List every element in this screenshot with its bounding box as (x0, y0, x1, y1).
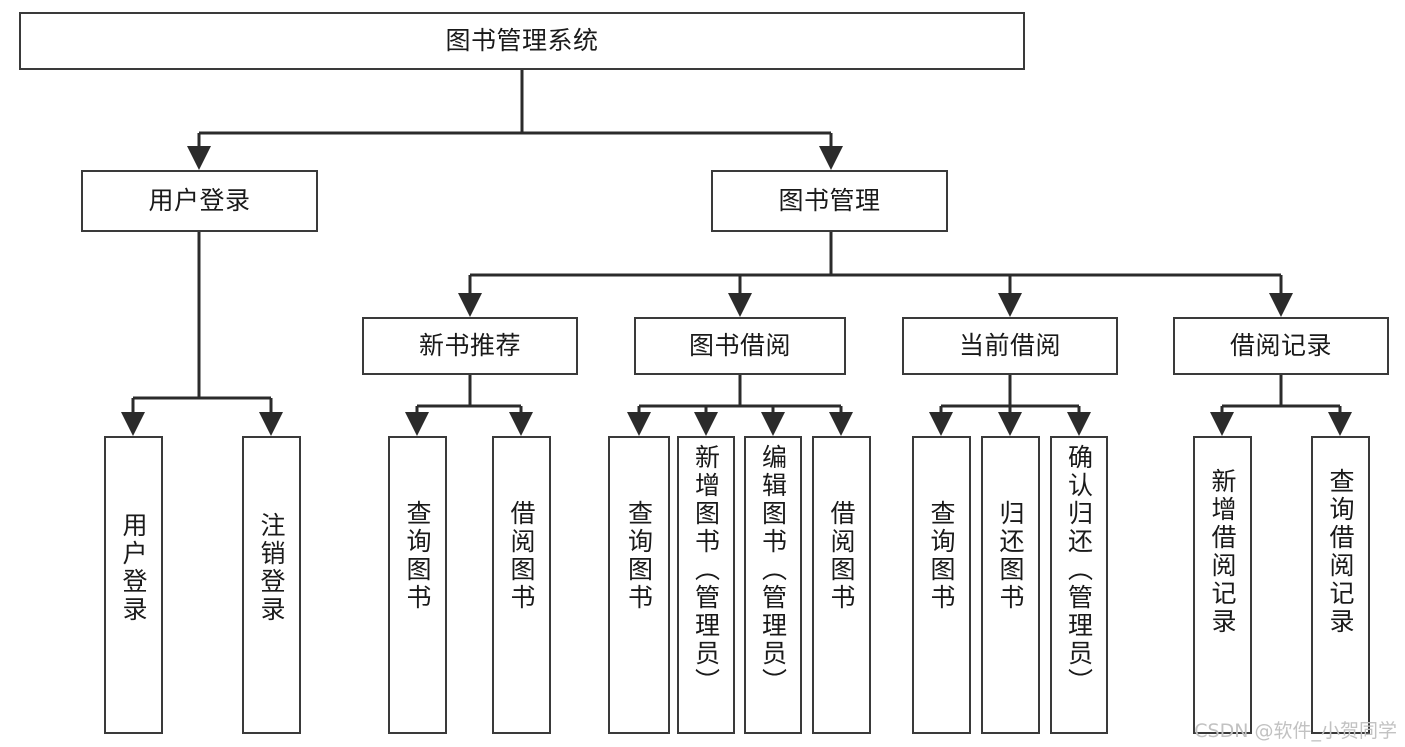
node-leaf-add-book[interactable]: 新增图书（管理员） (677, 436, 735, 734)
node-leaf-edit-book[interactable]: 编辑图书（管理员） (744, 436, 802, 734)
node-leaf-borrow-book-2[interactable]: 借阅图书 (812, 436, 871, 734)
node-leaf-borrow-book-2-label: 借阅图书 (827, 500, 856, 612)
node-leaf-query-book-2-label: 查询图书 (624, 500, 654, 612)
node-leaf-confirm-return[interactable]: 确认归还（管理员） (1050, 436, 1108, 734)
node-user-login-label: 用户登录 (148, 186, 251, 216)
node-leaf-query-book-1[interactable]: 查询图书 (388, 436, 447, 734)
node-book-manage-label: 图书管理 (778, 186, 881, 216)
node-leaf-query-book-3[interactable]: 查询图书 (912, 436, 971, 734)
node-leaf-query-book-3-label: 查询图书 (927, 500, 956, 612)
node-book-borrow-label: 图书借阅 (688, 331, 791, 361)
node-book-borrow[interactable]: 图书借阅 (634, 317, 846, 375)
node-leaf-return-book[interactable]: 归还图书 (981, 436, 1040, 734)
node-leaf-query-book-1-label: 查询图书 (403, 500, 432, 612)
node-leaf-add-record[interactable]: 新增借阅记录 (1193, 436, 1252, 734)
node-leaf-add-record-label: 新增借阅记录 (1208, 468, 1237, 636)
node-root[interactable]: 图书管理系统 (19, 12, 1025, 70)
node-leaf-edit-book-label: 编辑图书（管理员） (758, 444, 788, 696)
node-new-book-rec[interactable]: 新书推荐 (362, 317, 578, 375)
node-leaf-query-book-2[interactable]: 查询图书 (608, 436, 670, 734)
node-leaf-add-book-label: 新增图书（管理员） (691, 444, 721, 696)
node-leaf-borrow-book-1[interactable]: 借阅图书 (492, 436, 551, 734)
node-current-borrow[interactable]: 当前借阅 (902, 317, 1118, 375)
node-leaf-confirm-return-label: 确认归还（管理员） (1064, 444, 1094, 696)
node-leaf-return-book-label: 归还图书 (996, 500, 1025, 612)
node-leaf-query-record-label: 查询借阅记录 (1326, 468, 1355, 636)
node-book-manage[interactable]: 图书管理 (711, 170, 948, 232)
node-current-borrow-label: 当前借阅 (958, 331, 1061, 361)
node-leaf-borrow-book-1-label: 借阅图书 (507, 500, 536, 612)
watermark-text: CSDN @软件_小贺同学 (1194, 720, 1397, 742)
node-leaf-query-record[interactable]: 查询借阅记录 (1311, 436, 1370, 734)
node-borrow-record-label: 借阅记录 (1229, 331, 1332, 361)
node-root-label: 图书管理系统 (445, 26, 599, 56)
node-leaf-logout[interactable]: 注销登录 (242, 436, 301, 734)
node-borrow-record[interactable]: 借阅记录 (1173, 317, 1389, 375)
node-leaf-user-login-label: 用户登录 (119, 512, 148, 624)
node-leaf-user-login[interactable]: 用户登录 (104, 436, 163, 734)
node-new-book-rec-label: 新书推荐 (418, 331, 521, 361)
node-leaf-logout-label: 注销登录 (257, 512, 286, 624)
node-user-login[interactable]: 用户登录 (81, 170, 318, 232)
